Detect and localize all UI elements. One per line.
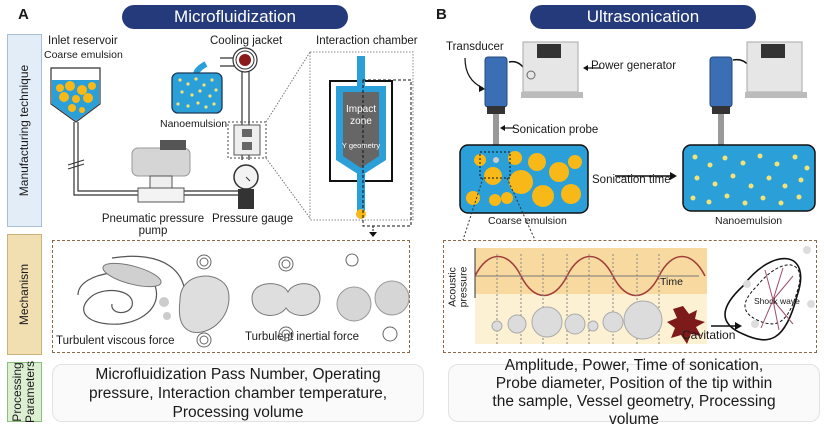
panel-letter-a: A xyxy=(18,6,29,23)
ultrasonication-title: Ultrasonication xyxy=(530,5,756,29)
deformed-droplet xyxy=(178,275,230,333)
label-pneumatic-pump-line1: Pneumatic pressure xyxy=(101,213,205,225)
acoustic-line2: pressure xyxy=(457,266,470,308)
mechanism-box-a xyxy=(52,240,410,353)
nanoemulsion-container-icon-b xyxy=(682,144,816,212)
power-generator-icon xyxy=(508,41,583,98)
pneumatic-pump-icon xyxy=(131,140,191,203)
label-turbulent-viscous: Turbulent viscous force xyxy=(56,335,175,347)
cavitation-small-bubbles xyxy=(743,246,815,328)
panel-letter-b: B xyxy=(436,6,447,23)
label-cooling-jacket: Cooling jacket xyxy=(210,35,283,47)
label-turbulent-inertial: Turbulent inertial force xyxy=(245,331,359,343)
label-interaction-chamber: Interaction chamber xyxy=(316,35,418,47)
label-nanoemulsion-a: Nanoemulsion xyxy=(160,118,228,130)
coarse-emulsion-container-icon xyxy=(459,144,589,214)
cooling-jacket-icon xyxy=(232,47,258,73)
acoustic-line1: Acoustic xyxy=(446,267,459,307)
transducer-icon-right xyxy=(709,56,733,150)
ultrasonicator-diagram xyxy=(459,41,816,240)
cavitation-burst-icon xyxy=(667,306,705,344)
parameters-microfluidization: Microfluidization Pass Number, Operating… xyxy=(52,364,424,422)
droplet-left xyxy=(336,286,372,322)
row-label-mechanism: Mechanism xyxy=(7,234,42,355)
mechanism-diagram-a xyxy=(77,253,410,348)
label-pneumatic-pump-line2: pump xyxy=(138,225,168,237)
row-label-processing-line2: Parameters xyxy=(23,360,38,424)
row-label-manufacturing: Manufacturing technique xyxy=(7,34,42,227)
label-coarse-emulsion-b: Coarse emulsion xyxy=(488,215,567,227)
parameters-ultrasonication: Amplitude, Power, Time of sonication, Pr… xyxy=(448,357,820,427)
mechanism-diagram-b xyxy=(474,246,815,344)
label-sonication-time: Sonication time xyxy=(592,174,671,186)
row-label-processing: Processing Parameters xyxy=(7,360,42,424)
impact-zone-line2: zone xyxy=(350,116,372,127)
shockwave-inner xyxy=(744,264,801,325)
label-shock-wave: Shock wave xyxy=(754,296,800,306)
label-power-generator: Power generator xyxy=(591,60,677,72)
power-generator-icon-right xyxy=(732,41,807,98)
row-label-mechanism-text: Mechanism xyxy=(17,263,32,326)
label-cavitation: Cavitation xyxy=(682,328,736,342)
label-coarse-emulsion-a: Coarse emulsion xyxy=(44,49,123,61)
mechanism-box-b xyxy=(443,240,817,353)
acoustic-wave xyxy=(474,255,706,297)
homogenizer-block xyxy=(227,121,267,159)
splitting-droplet xyxy=(251,283,321,316)
shockwave-arrows xyxy=(760,267,794,331)
shockwave-outer xyxy=(724,257,802,341)
droplet-right xyxy=(374,280,410,316)
transducer-icon xyxy=(484,56,508,150)
interaction-chamber-icon: Impact zone Y geometry xyxy=(309,51,414,227)
bubbles xyxy=(491,300,663,340)
parameters-b-text: Amplitude, Power, Time of sonication, Pr… xyxy=(492,357,776,427)
acoustic-band xyxy=(475,248,707,294)
label-transducer: Transducer xyxy=(446,41,504,53)
label-pneumatic-pump: Pneumatic pressure pump xyxy=(98,213,208,237)
inlet-reservoir-icon xyxy=(50,67,101,123)
tubing-lines xyxy=(73,57,250,196)
elongated-droplet xyxy=(102,262,162,288)
microfluidization-title: Microfluidization xyxy=(122,5,348,29)
label-acoustic-pressure: Acoustic pressure xyxy=(446,262,469,312)
label-time: Time xyxy=(660,276,683,288)
nanoemulsion-container-icon xyxy=(171,61,223,114)
pressure-gauge-icon xyxy=(233,164,259,209)
label-inlet-reservoir: Inlet reservoir xyxy=(48,35,118,47)
impact-zone-line1: Impact xyxy=(346,104,376,115)
label-sonication-probe: Sonication probe xyxy=(512,124,599,136)
label-nanoemulsion-b: Nanoemulsion xyxy=(715,215,783,227)
y-geometry-label: Y geometry xyxy=(342,141,380,150)
parameters-a-text: Microfluidization Pass Number, Operating… xyxy=(88,365,388,421)
eddy-icons xyxy=(196,253,398,348)
label-pressure-gauge: Pressure gauge xyxy=(212,213,294,225)
microfluidizer-diagram: Impact zone Y geometry xyxy=(50,47,414,237)
